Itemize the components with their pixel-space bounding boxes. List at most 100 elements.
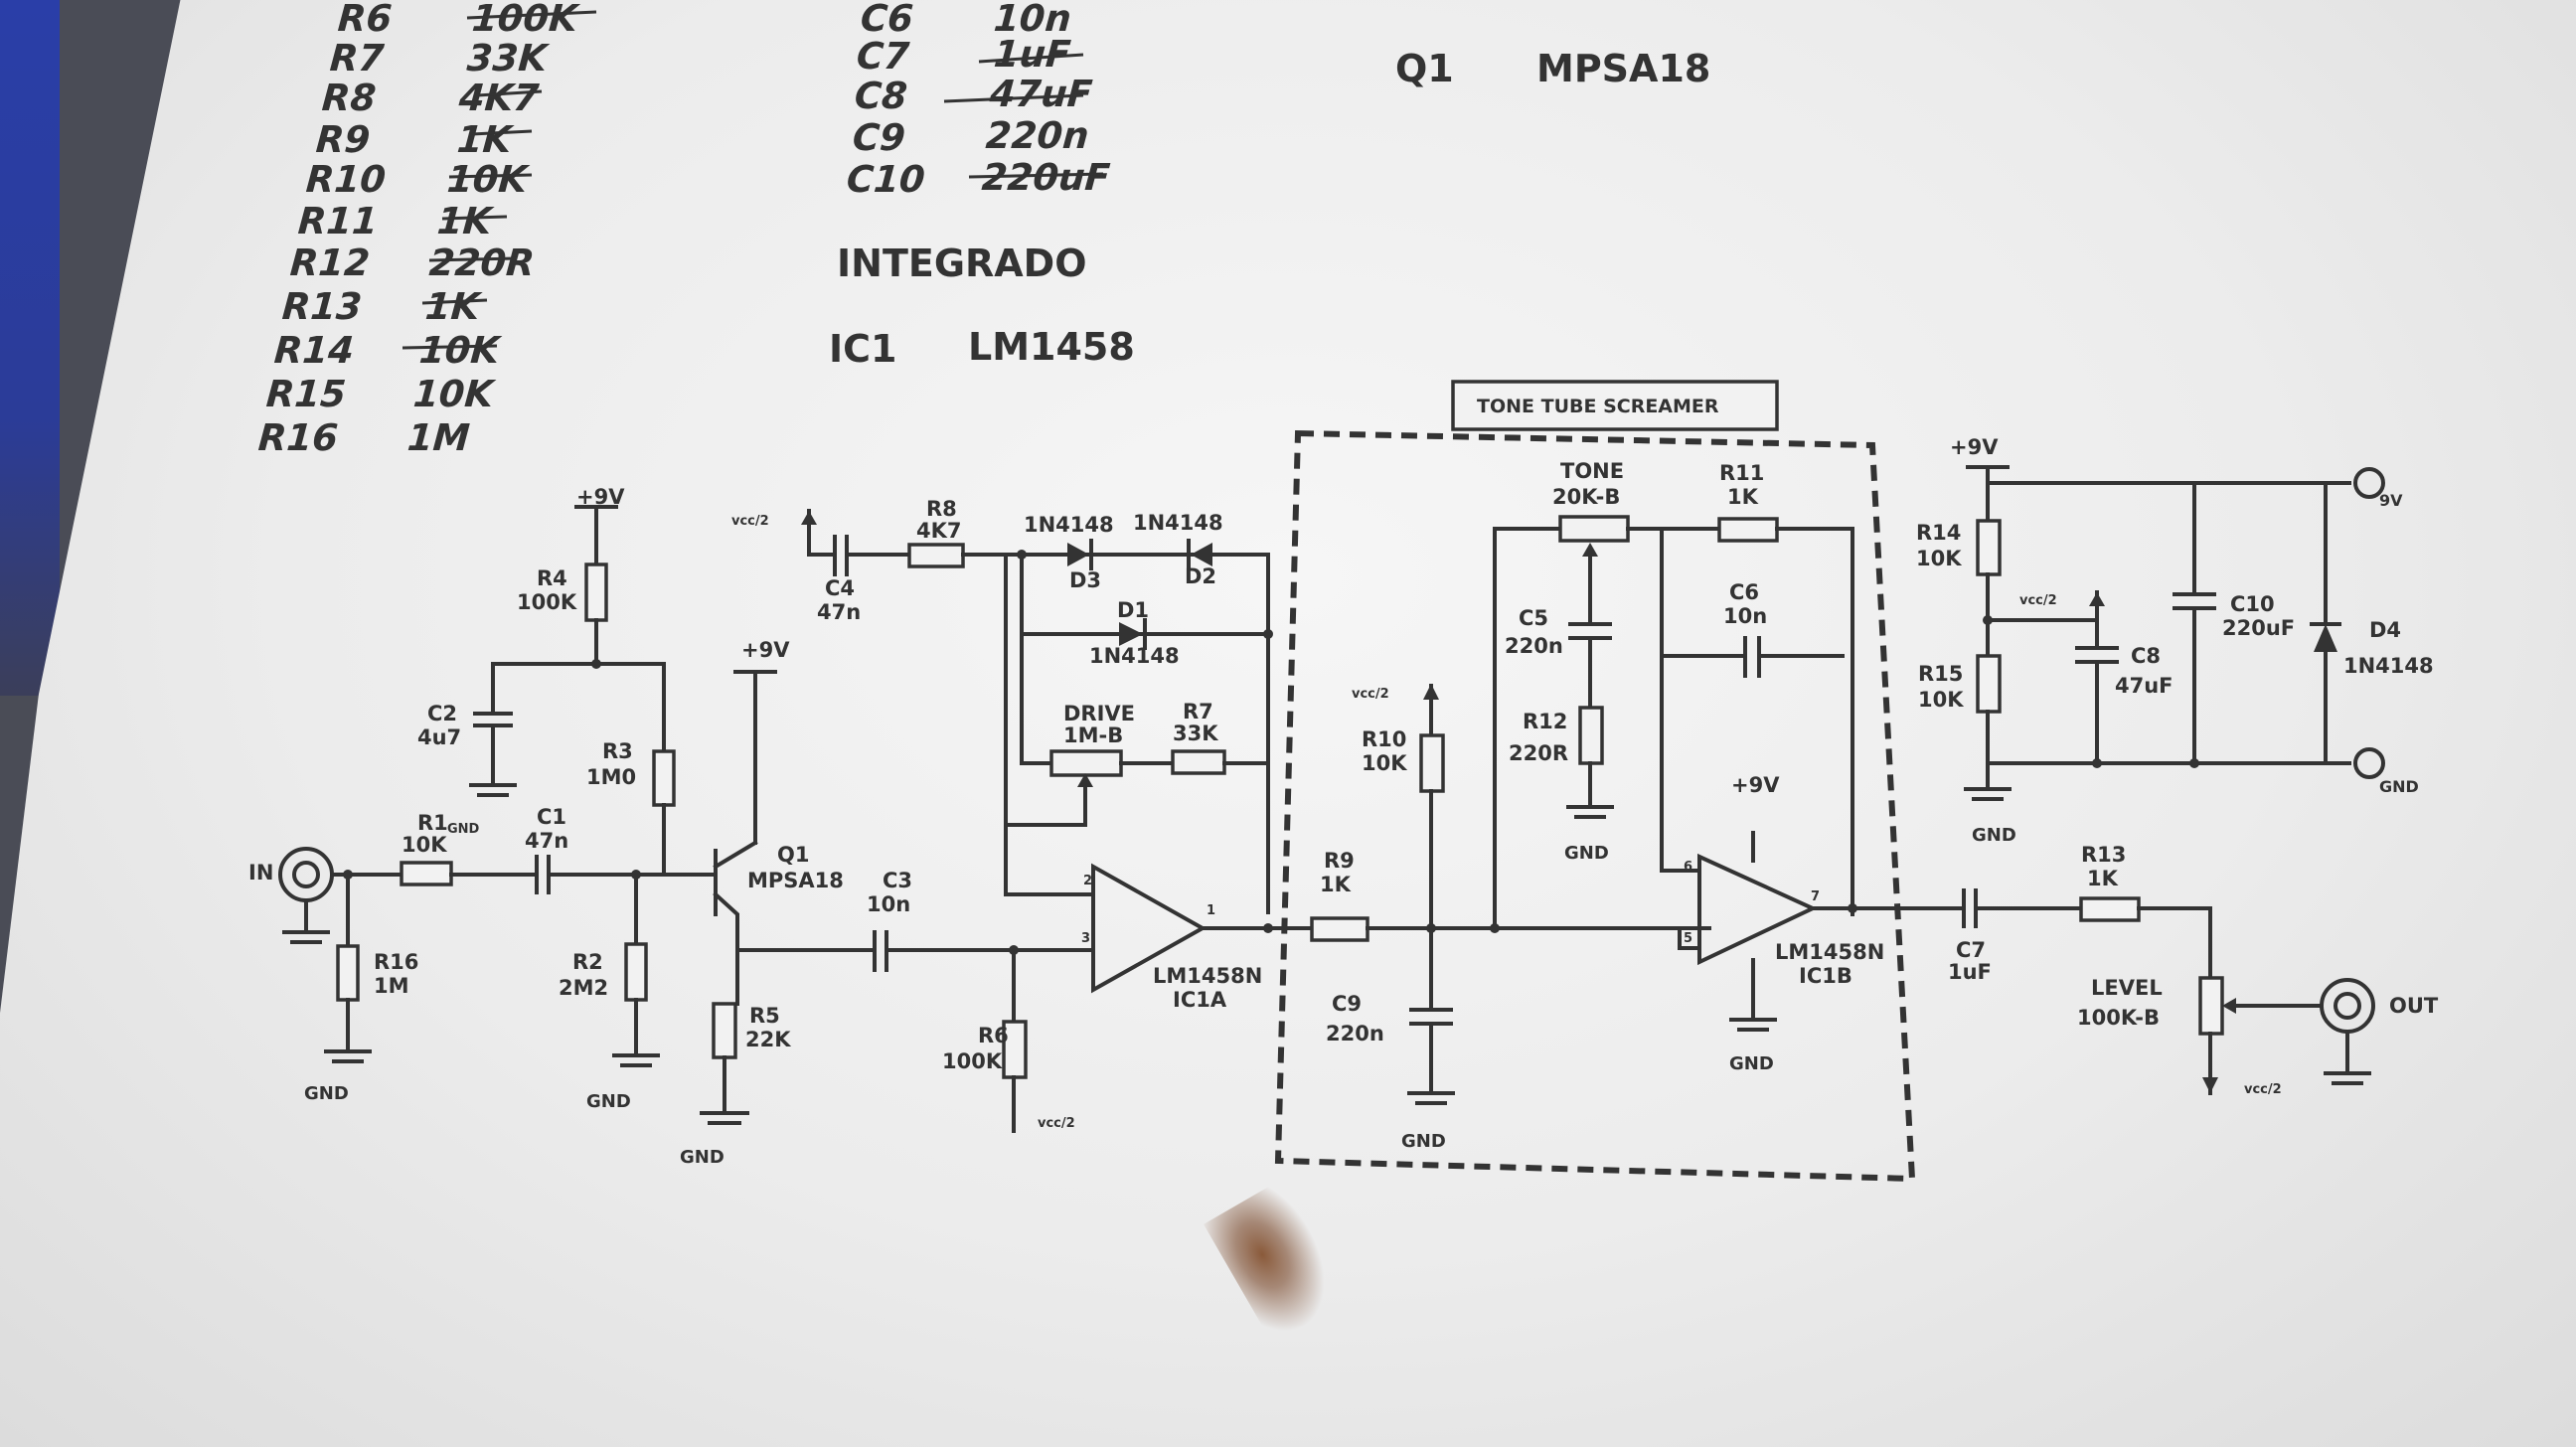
r1-value: 10K <box>402 833 447 857</box>
ic1a-part: LM1458N <box>1153 964 1263 988</box>
c9-label: C9 <box>1332 992 1363 1016</box>
plus9v-label: +9V <box>741 638 790 662</box>
d3-part: 1N4148 <box>1024 513 1114 537</box>
c6-label: C6 <box>1729 580 1760 604</box>
q1-value: MPSA18 <box>747 869 844 892</box>
plus9v-label: +9V <box>1731 773 1780 797</box>
tone-section-border <box>1274 429 1916 1183</box>
vcc2-label: vcc/2 <box>731 514 769 529</box>
r2-label: R2 <box>572 950 603 974</box>
d4-label: D4 <box>2369 618 2402 642</box>
r16-value: 1M <box>374 974 409 998</box>
r9-value: 1K <box>1320 873 1351 896</box>
c10-value: 220uF <box>2222 616 2296 640</box>
ic-ref: IC1 <box>829 327 897 371</box>
c1-value: 47n <box>525 829 569 853</box>
r8-value: 4K7 <box>916 519 962 543</box>
integrado-heading: INTEGRADO <box>837 241 1087 285</box>
c4-value: 47n <box>817 600 862 624</box>
r1-label: R1 <box>417 811 448 835</box>
gnd-label: GND <box>1729 1053 1774 1074</box>
blue-background-edge <box>0 0 60 696</box>
gnd-label: GND <box>680 1147 724 1168</box>
gnd-label: GND <box>1972 825 2016 846</box>
c8-label: C8 <box>2131 644 2162 668</box>
c9-value: 220n <box>1326 1022 1384 1045</box>
c2-value: 4u7 <box>417 725 462 749</box>
plus9v-label: +9V <box>576 485 625 509</box>
r9-label: R9 <box>1324 849 1355 873</box>
vcc2-label: vcc/2 <box>2244 1082 2282 1097</box>
level-value: 100K-B <box>2077 1006 2161 1030</box>
c4-label: C4 <box>825 576 856 600</box>
tone-value: 20K-B <box>1552 485 1621 509</box>
d2-label: D2 <box>1185 564 1217 588</box>
r16-label: R16 <box>374 950 419 974</box>
level-label: LEVEL <box>2091 976 2163 1000</box>
section-title: TONE TUBE SCREAMER <box>1477 396 1719 417</box>
r8-label: R8 <box>926 497 957 521</box>
vcc2-label: vcc/2 <box>2019 593 2057 608</box>
q1-label: Q1 <box>777 843 810 867</box>
vcc2-label: vcc/2 <box>1352 687 1389 702</box>
gnd-label: GND <box>586 1091 631 1112</box>
c5-label: C5 <box>1519 606 1549 630</box>
d3-label: D3 <box>1069 568 1102 592</box>
r3-label: R3 <box>602 739 633 763</box>
c6-value: 10n <box>1723 604 1768 628</box>
r3-value: 1M0 <box>586 765 637 789</box>
r11-label: R11 <box>1719 461 1765 485</box>
r14-label: R14 <box>1916 521 1962 545</box>
in-label: IN <box>248 861 274 884</box>
r4-label: R4 <box>537 566 567 590</box>
r5-label: R5 <box>749 1004 780 1028</box>
section-title-box <box>1451 380 1779 431</box>
ic-value: LM1458 <box>968 325 1135 369</box>
r6-value: 100K <box>942 1049 1003 1073</box>
gnd-label: GND <box>304 1083 349 1104</box>
ic1b-label: IC1B <box>1799 964 1852 988</box>
pin-label: 6 <box>1684 860 1693 875</box>
r15-value: 10K <box>1918 688 1964 712</box>
transistor-value: MPSA18 <box>1536 47 1711 90</box>
r7-label: R7 <box>1183 700 1213 724</box>
c7-label: C7 <box>1956 938 1987 962</box>
pin-label: 1 <box>1207 903 1216 918</box>
c5-value: 220n <box>1505 634 1563 658</box>
r10-value: 10K <box>1362 751 1407 775</box>
transistor-ref: Q1 <box>1395 47 1454 90</box>
ic1a-label: IC1A <box>1173 988 1227 1012</box>
pin-label: 5 <box>1684 931 1693 946</box>
r14-value: 10K <box>1916 547 1962 570</box>
c3-value: 10n <box>867 892 911 916</box>
gnd-label: GND <box>1401 1131 1446 1152</box>
r5-value: 22K <box>745 1028 791 1051</box>
pin-label: 2 <box>1083 874 1093 888</box>
gnd-label: GND <box>1564 843 1609 864</box>
rail-9v-label: 9V <box>2379 491 2403 510</box>
ic1b-part: LM1458N <box>1775 940 1885 964</box>
r15-label: R15 <box>1918 662 1964 686</box>
drive-label: DRIVE <box>1063 702 1136 725</box>
r6-label: R6 <box>978 1024 1009 1047</box>
r12-label: R12 <box>1523 710 1568 733</box>
r11-value: 1K <box>1727 485 1758 509</box>
plus9v-label: +9V <box>1950 435 1999 459</box>
c1-label: C1 <box>537 805 567 829</box>
c2-label: C2 <box>427 702 458 725</box>
d2-part: 1N4148 <box>1133 511 1223 535</box>
r7-value: 33K <box>1173 722 1218 745</box>
rail-gnd-label: GND <box>2379 777 2419 796</box>
d4-part: 1N4148 <box>2343 654 2434 678</box>
r12-value: 220R <box>1509 741 1569 765</box>
pin-label: 7 <box>1811 889 1821 904</box>
gnd-small-label: GND <box>447 822 480 837</box>
d1-part: 1N4148 <box>1089 644 1180 668</box>
drive-value: 1M-B <box>1063 724 1124 747</box>
tone-label: TONE <box>1560 459 1625 483</box>
c10-label: C10 <box>2230 592 2275 616</box>
r10-label: R10 <box>1362 727 1407 751</box>
r13-label: R13 <box>2081 843 2127 867</box>
